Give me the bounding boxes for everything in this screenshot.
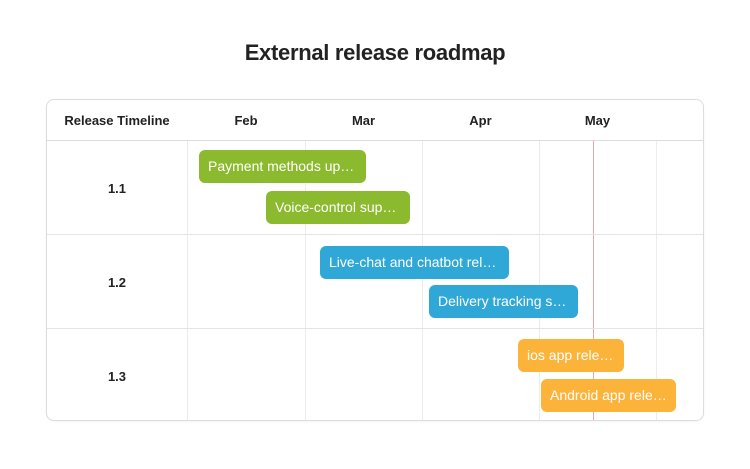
- row-divider: [47, 328, 703, 329]
- month-header-feb: Feb: [234, 113, 258, 128]
- task-bar-payment-methods-update[interactable]: Payment methods update: [199, 150, 366, 183]
- grid-divider: [656, 141, 657, 420]
- month-header-mar: Mar: [351, 113, 376, 128]
- grid-divider: [539, 141, 540, 420]
- row-label-1-1: 1.1: [107, 181, 127, 196]
- grid-divider: [422, 141, 423, 420]
- roadmap-board: Release Timeline Feb Mar Apr May 1.1 1.2…: [46, 99, 704, 421]
- row-label-1-3: 1.3: [107, 369, 127, 384]
- page-title: External release roadmap: [244, 40, 506, 65]
- month-header-may: May: [584, 113, 611, 128]
- task-bar-delivery-tracking[interactable]: Delivery tracking syst...: [429, 285, 578, 318]
- task-bar-android-app-release[interactable]: Android app release: [541, 379, 676, 412]
- task-bar-voice-control-support[interactable]: Voice-control support: [266, 191, 410, 224]
- task-bar-ios-app-release[interactable]: ios app release: [518, 339, 624, 372]
- row-label-1-2: 1.2: [107, 275, 127, 290]
- month-header-apr: Apr: [469, 113, 492, 128]
- row-divider: [47, 234, 703, 235]
- timeline-header: Release Timeline Feb Mar Apr May: [47, 100, 703, 141]
- release-timeline-header: Release Timeline: [64, 113, 170, 128]
- grid-divider: [305, 141, 306, 420]
- task-bar-live-chat-chatbot-release[interactable]: Live-chat and chatbot release: [320, 246, 509, 279]
- grid-divider: [187, 141, 188, 420]
- today-marker-line: [593, 141, 594, 420]
